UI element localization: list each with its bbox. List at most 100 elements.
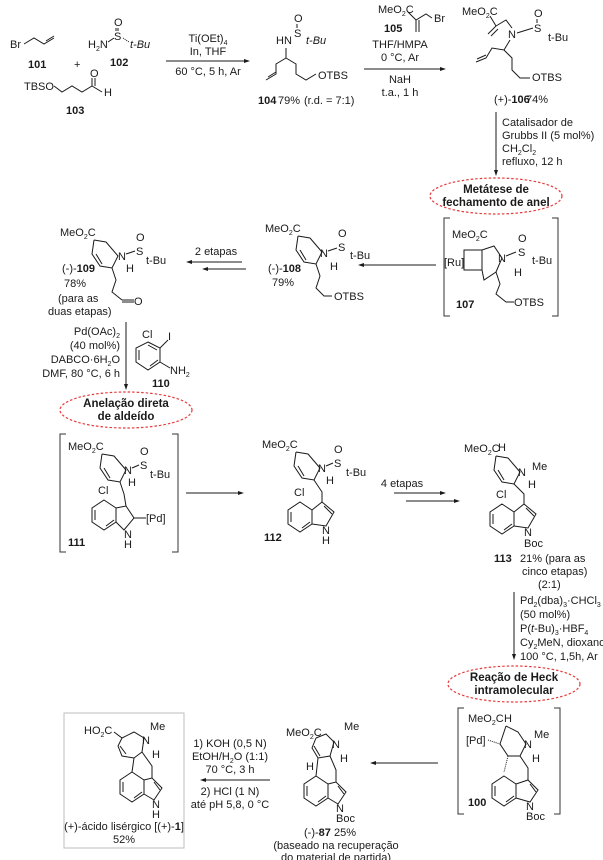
atom-h: H: [126, 263, 134, 275]
arrowhead: [124, 384, 128, 390]
aromatic-double-2: [317, 795, 327, 803]
atom-o: O: [294, 13, 303, 25]
reaction-arrow-111-112: [186, 491, 244, 495]
arrowhead: [244, 59, 250, 63]
catalyst-loading: (50 mol%): [520, 609, 570, 621]
ring-double: [119, 745, 127, 755]
note-109-1: (para as: [58, 293, 99, 305]
ch2-link: [519, 755, 529, 780]
atom-h-top: H: [498, 442, 506, 454]
steps-label: 4 etapas: [381, 478, 424, 490]
atom-n: N: [318, 463, 326, 475]
reagent-solvent: THF/HMPA: [372, 39, 428, 51]
catalyst-pd2dba3: Pd2(dba)3·CHCl3: [520, 595, 601, 609]
yield-104: 79%: [278, 95, 300, 107]
ch2-link: [141, 751, 153, 778]
pyrrole-double: [525, 507, 535, 517]
benzene-ring: [287, 501, 313, 533]
allyl-bond: [265, 48, 287, 81]
reagent-solvent: EtOH/H2O (1:1): [192, 751, 268, 765]
pyrrole-double: [323, 505, 333, 515]
reaction-arrow-1: Ti(OEt)4 In, THF 60 °C, 5 h, Ar: [166, 33, 250, 78]
compound-109: MeO2C N O S t-Bu H O (-)-109 78% (para a…: [48, 227, 166, 318]
chain-105: [407, 11, 433, 21]
note-113-1: cinco etapas): [522, 566, 587, 578]
arrowhead: [358, 263, 364, 267]
atom-s: S: [294, 28, 301, 40]
piperidine-ring: [499, 725, 527, 757]
arrowhead-1: [186, 260, 192, 264]
atom-tbu: t-Bu: [146, 255, 166, 267]
chain-otbs: [495, 271, 514, 303]
dashed-ellipse: [447, 665, 581, 703]
atom-meo2c: MeO2C: [464, 443, 500, 457]
compound-108: MeO2C N O S t-Bu H OTBS (-)-108 79%: [265, 223, 370, 303]
atom-h: H: [528, 479, 536, 491]
allyl-chain-bond: [23, 37, 55, 45]
note-87-2: do material de partida): [281, 852, 391, 860]
tetrahydropyridine-ring: [493, 455, 521, 485]
vinyl-double: [490, 28, 499, 37]
compound-113: MeO2C H N Me H Cl N Boc 113 21% (para as…: [464, 442, 587, 591]
atom-meo2c: MeO2C: [286, 727, 322, 741]
atom-me: Me: [344, 721, 359, 733]
compound-label-108: (-)-108: [268, 263, 301, 275]
hashed-wedge: [122, 37, 130, 43]
condition-rt: t.a., 1 h: [382, 87, 419, 99]
compound-110: Cl I NH2 110: [135, 329, 190, 390]
atom-tbu: t-Bu: [548, 32, 568, 44]
atom-n-indole: N: [524, 527, 532, 539]
arrowhead-2: [202, 267, 208, 271]
atom-tbu: t-Bu: [150, 469, 170, 481]
arrowhead: [370, 761, 376, 765]
compound-102: H2N S O t-Bu 102: [88, 17, 150, 69]
atom-s: S: [518, 247, 525, 259]
compound-name-1: (+)-ácido lisérgico [(+)-1]: [64, 821, 184, 833]
ring-bonds: [481, 245, 503, 281]
compound-101: Br 101: [10, 35, 55, 71]
atom-n: N: [508, 29, 516, 41]
reagent-base: NaH: [389, 74, 411, 86]
atom-cl: Cl: [142, 329, 152, 341]
compound-1-box: HO2C N Me H N H (+)-ácido lisérgico [(+)…: [63, 712, 185, 849]
n-s-bond: [107, 37, 115, 43]
note-113-2: (2:1): [538, 579, 561, 591]
pyrrole-ring: [143, 777, 163, 801]
ch2-link: [329, 755, 337, 782]
chain-106: [489, 15, 513, 29]
atom-meo2c: MeO2C: [378, 4, 414, 18]
compound-label-111: 111: [68, 537, 85, 549]
base-solvent: Cy2MeN, dioxano: [520, 637, 603, 651]
compound-label-104: 104: [258, 95, 277, 107]
n-s-bond: [131, 464, 140, 469]
steps-label: 2 etapas: [195, 246, 238, 258]
chain-otbs: [315, 263, 332, 297]
compound-label-107: 107: [456, 299, 474, 311]
atom-tbu: t-Bu: [306, 35, 326, 47]
arrowhead-1: [440, 491, 446, 495]
chain-otbs: [503, 49, 530, 79]
double-bond: [45, 35, 55, 42]
compound-107: MeO2C [Ru] N O S t-Bu H OTBS 107: [443, 217, 559, 317]
atom-o: O: [114, 17, 123, 29]
yield-1: 52%: [113, 834, 135, 846]
atom-nh: H: [152, 809, 160, 821]
bracket-left: [443, 217, 450, 317]
double-bond: [267, 71, 277, 78]
aromatic-double-2: [503, 523, 513, 531]
atom-n-indole: N: [124, 529, 132, 541]
reagent-temp: 0 °C, Ar: [381, 52, 419, 64]
reaction-arrow-3: Catalisador de Grubbs II (5 mol%) CH2Cl2…: [494, 112, 594, 176]
reaction-arrow-7: Pd2(dba)3·CHCl3 (50 mol%) P(t-Bu)3·HBF4 …: [512, 592, 603, 663]
terminal-double: [476, 54, 487, 60]
highlight-text-2: intramolecular: [474, 685, 554, 697]
ring-double: [103, 467, 111, 479]
compound-103: TBSO O H 103: [24, 68, 112, 117]
compound-label-102: 102: [110, 57, 128, 69]
reaction-arrow-5: Pd(OAc)2 (40 mol%) DABCO·6H2O DMF, 80 °C…: [42, 322, 128, 390]
reagent-hcl: 2) HCl (1 N): [201, 786, 260, 798]
atom-h: H: [514, 267, 522, 279]
condition-ph: até pH 5,8, 0 °C: [191, 799, 269, 811]
ring-double: [297, 465, 305, 477]
reaction-arrow-8: 1) KOH (0,5 N) EtOH/H2O (1:1) 70 °C, 3 h…: [191, 738, 270, 811]
